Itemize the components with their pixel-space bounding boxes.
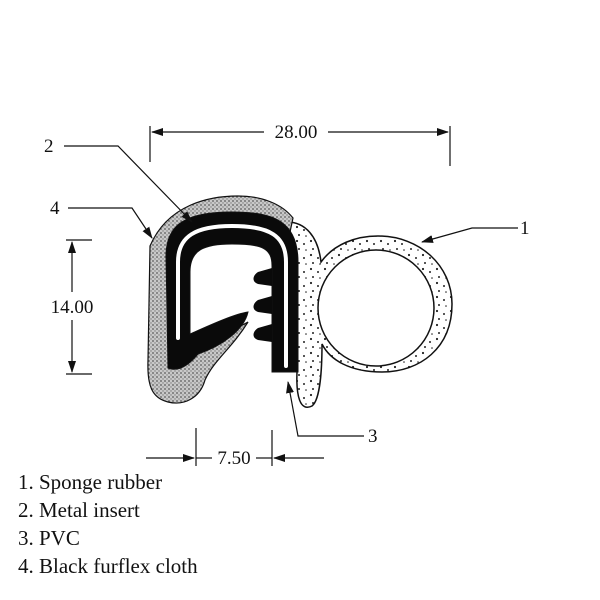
legend-item-sponge-rubber: 1. Sponge rubber bbox=[18, 470, 163, 494]
sponge-rubber-bulb bbox=[285, 221, 453, 408]
gap-dimension bbox=[146, 428, 324, 466]
width-dimension bbox=[149, 126, 451, 166]
width-dimension-label: 28.00 bbox=[275, 122, 318, 143]
height-dimension bbox=[66, 239, 92, 375]
callout-leaders bbox=[64, 145, 518, 437]
bulb-hollow bbox=[317, 249, 435, 367]
callout-4-label: 4 bbox=[50, 198, 60, 219]
legend-item-furflex-cloth: 4. Black furflex cloth bbox=[18, 554, 198, 578]
callout-3-label: 3 bbox=[368, 426, 378, 447]
material-legend: 1. Sponge rubber 2. Metal insert 3. PVC … bbox=[18, 468, 418, 580]
legend-item-pvc: 3. PVC bbox=[18, 526, 80, 550]
gap-dimension-label: 7.50 bbox=[217, 448, 250, 469]
callout-2-label: 2 bbox=[44, 136, 54, 157]
callout-1-label: 1 bbox=[520, 218, 530, 239]
pvc-body bbox=[165, 211, 299, 373]
metal-insert bbox=[176, 223, 288, 368]
gripping-fingers bbox=[253, 268, 272, 342]
height-dimension-label: 14.00 bbox=[51, 297, 94, 318]
legend-item-metal-insert: 2. Metal insert bbox=[18, 498, 140, 522]
